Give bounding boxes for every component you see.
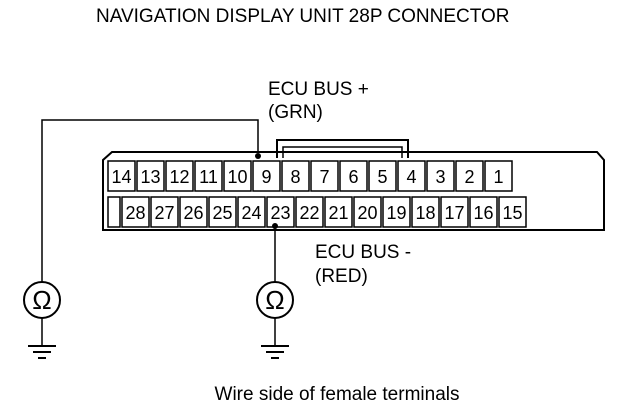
pin-6-label: 6 <box>348 167 358 187</box>
pin-10-probe-dot <box>255 153 261 159</box>
pin-27-label: 27 <box>154 203 174 223</box>
pin-24-label: 24 <box>241 203 261 223</box>
top-pin-cell <box>426 160 455 192</box>
pin-21-label: 21 <box>328 203 348 223</box>
top-pin-cell <box>397 160 426 192</box>
pin-22-label: 22 <box>299 203 319 223</box>
ohm-symbol-right: Ω <box>265 285 284 315</box>
top-pin-cell <box>310 160 339 192</box>
bottom-pin-cell <box>179 196 208 228</box>
pin-16-label: 16 <box>473 203 493 223</box>
ecu-bus-plus-wire <box>41 119 259 282</box>
bottom-pin-cell <box>295 196 324 228</box>
pin-25-label: 25 <box>212 203 232 223</box>
top-pin-cell <box>107 160 136 192</box>
pin-4-label: 4 <box>406 167 416 187</box>
bottom-pin-cell <box>237 196 266 228</box>
pin-23-label: 23 <box>270 203 290 223</box>
ecu-bus-minus-color-label: (RED) <box>315 266 368 287</box>
top-pin-cell <box>281 160 310 192</box>
bottom-pin-cell <box>324 196 353 228</box>
top-pin-cell <box>339 160 368 192</box>
bottom-pin-cell <box>353 196 382 228</box>
bottom-pin-cell <box>121 196 150 228</box>
top-pin-cell <box>165 160 194 192</box>
top-pin-cell <box>368 160 397 192</box>
caption: Wire side of female terminals <box>215 384 460 405</box>
pin-1-label: 1 <box>493 167 503 187</box>
bottom-pin-cell <box>498 196 527 228</box>
pin-15-label: 15 <box>502 203 522 223</box>
diagram-title: NAVIGATION DISPLAY UNIT 28P CONNECTOR <box>96 6 510 27</box>
bottom-pin-cell <box>411 196 440 228</box>
top-pin-cell <box>136 160 165 192</box>
ecu-bus-plus-color-label: (GRN) <box>268 102 323 123</box>
pin-7-label: 7 <box>319 167 329 187</box>
connector-bottom-row: 28 27 26 25 24 23 22 21 20 19 18 17 16 15 <box>107 196 527 228</box>
bottom-pin-cell <box>382 196 411 228</box>
top-pin-cell <box>252 160 281 192</box>
ground-icon <box>28 345 56 359</box>
connector-body <box>102 139 605 231</box>
pin-17-label: 17 <box>444 203 464 223</box>
ecu-bus-plus-label: ECU BUS + <box>268 79 369 100</box>
ohmmeter-right: Ω <box>256 281 294 346</box>
pin-9-label: 9 <box>261 167 271 187</box>
bottom-pin-cell <box>107 196 121 228</box>
pin-20-label: 20 <box>357 203 377 223</box>
ohmmeter-left: Ω <box>23 281 61 346</box>
pin-19-label: 19 <box>386 203 406 223</box>
pin-12-label: 12 <box>169 167 189 187</box>
pin-28-label: 28 <box>125 203 145 223</box>
bottom-pin-cell <box>469 196 498 228</box>
top-pin-cell <box>455 160 484 192</box>
pin-3-label: 3 <box>435 167 445 187</box>
pin-13-label: 13 <box>140 167 160 187</box>
ground-icon <box>261 345 289 359</box>
bottom-pin-cell <box>266 196 295 228</box>
bottom-pin-cell <box>150 196 179 228</box>
ohm-symbol-left: Ω <box>32 285 51 315</box>
bottom-pin-cell <box>208 196 237 228</box>
top-pin-cell <box>223 160 252 192</box>
top-pin-cell <box>484 160 513 192</box>
ecu-bus-minus-label: ECU BUS - <box>315 242 411 263</box>
bottom-pin-cell <box>440 196 469 228</box>
pin-11-label: 11 <box>199 167 218 187</box>
pin-18-label: 18 <box>415 203 435 223</box>
pin-26-label: 26 <box>183 203 203 223</box>
pin-24-probe-dot <box>272 223 278 229</box>
pin-5-label: 5 <box>377 167 387 187</box>
pin-10-label: 10 <box>227 167 247 187</box>
top-pin-cell <box>194 160 223 192</box>
probe-wires <box>41 119 276 282</box>
pin-8-label: 8 <box>290 167 300 187</box>
pin-14-label: 14 <box>111 167 131 187</box>
pin-2-label: 2 <box>464 167 474 187</box>
